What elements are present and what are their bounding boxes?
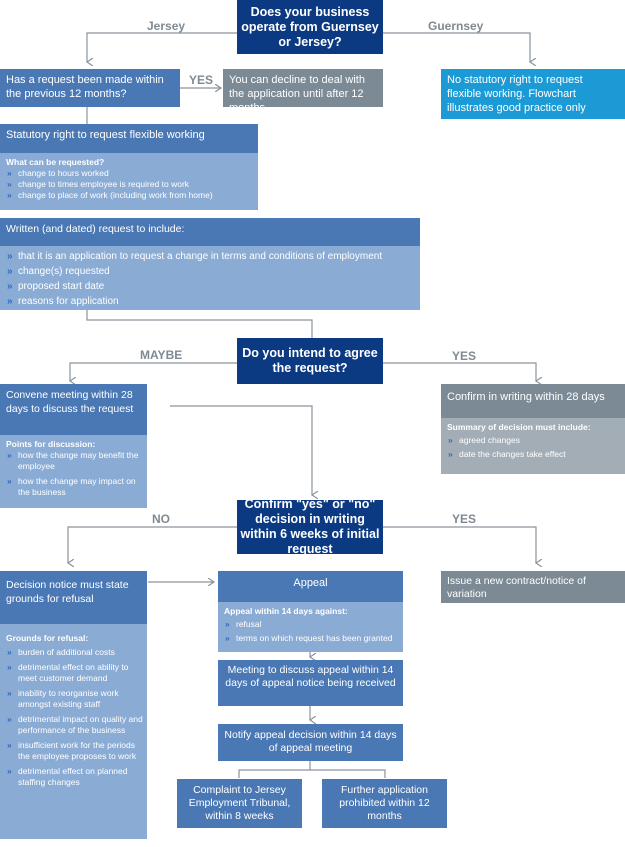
question-confirm-decision-text: Confirm "yes" or "no" decision in writin… [240, 497, 380, 556]
appeal-item: refusal [224, 619, 399, 630]
appeal-meeting-box: Meeting to discuss appeal within 14 days… [218, 660, 403, 706]
refusal-item: detrimental effect on planned staffing c… [6, 766, 143, 788]
convene-item: how the change may impact on the busines… [6, 476, 143, 498]
guernsey-note: No statutory right to request flexible w… [441, 69, 625, 119]
question-agree-request-text: Do you intend to agree the request? [242, 346, 378, 375]
tribunal-complaint-box: Complaint to Jersey Employment Tribunal,… [177, 779, 302, 828]
refusal-subheading: Grounds for refusal: [6, 633, 89, 643]
label-no: NO [152, 512, 170, 526]
label-yes-agree: YES [452, 349, 477, 363]
label-jersey: Jersey [147, 19, 186, 33]
label-guernsey: Guernsey [428, 19, 484, 33]
notify-appeal-text: Notify appeal decision within 14 days of… [224, 729, 397, 754]
written-item: reasons for application [6, 294, 416, 309]
further-application-box: Further application prohibited within 12… [322, 779, 447, 828]
convene-meeting-subheading: Points for discussion: [6, 439, 96, 449]
guernsey-note-text: No statutory right to request flexible w… [447, 74, 586, 114]
confirm-item: agreed changes [447, 435, 621, 446]
convene-meeting-title: Convene meeting within 28 days to discus… [0, 384, 147, 435]
confirm-28-days-title: Confirm in writing within 28 days [441, 384, 625, 418]
written-request-box: Written (and dated) request to include: … [0, 218, 420, 310]
question-confirm-decision: Confirm "yes" or "no" decision in writin… [237, 497, 383, 556]
statutory-item: change to times employee is required to … [6, 179, 254, 190]
written-item: proposed start date [6, 279, 416, 294]
convene-meeting-box: Convene meeting within 28 days to discus… [0, 384, 147, 508]
statutory-item: change to hours worked [6, 168, 254, 179]
further-application-text: Further application prohibited within 12… [339, 784, 430, 822]
refusal-notice-title: Decision notice must state grounds for r… [0, 571, 147, 624]
new-contract-text: Issue a new contract/notice of variation [447, 575, 586, 600]
appeal-box: Appeal Appeal within 14 days against: re… [218, 571, 403, 652]
notify-appeal-box: Notify appeal decision within 14 days of… [218, 724, 403, 761]
label-yes-decline: YES [189, 73, 214, 87]
statutory-right-box: Statutory right to request flexible work… [0, 124, 258, 210]
tribunal-complaint-text: Complaint to Jersey Employment Tribunal,… [188, 784, 291, 822]
appeal-title: Appeal [218, 571, 403, 602]
convene-item: how the change may benefit the employee [6, 450, 143, 472]
label-maybe: MAYBE [140, 348, 183, 362]
refusal-item: burden of additional costs [6, 647, 143, 658]
request-previous-12-months: Has a request been made within the previ… [0, 69, 180, 107]
question-operate-location-text: Does your business operate from Guernsey… [241, 4, 379, 49]
question-agree-request: Do you intend to agree the request? [237, 338, 383, 384]
statutory-item: change to place of work (including work … [6, 190, 254, 201]
decline-text: You can decline to deal with the applica… [229, 74, 365, 114]
confirm-28-days-box: Confirm in writing within 28 days Summar… [441, 384, 625, 474]
appeal-item: terms on which request has been granted [224, 633, 399, 644]
request-previous-12-months-text: Has a request been made within the previ… [6, 74, 164, 100]
confirm-28-days-subheading: Summary of decision must include: [447, 422, 591, 432]
refusal-item: detrimental impact on quality and perfor… [6, 714, 143, 736]
appeal-meeting-text: Meeting to discuss appeal within 14 days… [225, 664, 396, 689]
label-yes-decision: YES [452, 512, 477, 526]
question-operate-location: Does your business operate from Guernsey… [237, 0, 383, 54]
new-contract-box: Issue a new contract/notice of variation [441, 571, 625, 603]
statutory-right-title: Statutory right to request flexible work… [0, 124, 258, 153]
refusal-item: insufficient work for the periods the em… [6, 740, 143, 762]
refusal-item: detrimental effect on ability to meet cu… [6, 662, 143, 684]
written-request-title: Written (and dated) request to include: [0, 218, 420, 246]
statutory-right-subheading: What can be requested? [6, 157, 105, 167]
written-item: change(s) requested [6, 264, 416, 279]
decline-box: You can decline to deal with the applica… [223, 69, 383, 114]
written-item: that it is an application to request a c… [6, 249, 416, 264]
confirm-item: date the changes take effect [447, 449, 621, 460]
appeal-subheading: Appeal within 14 days against: [224, 606, 348, 616]
refusal-item: inability to reorganise work amongst exi… [6, 688, 143, 710]
refusal-notice-box: Decision notice must state grounds for r… [0, 571, 147, 839]
